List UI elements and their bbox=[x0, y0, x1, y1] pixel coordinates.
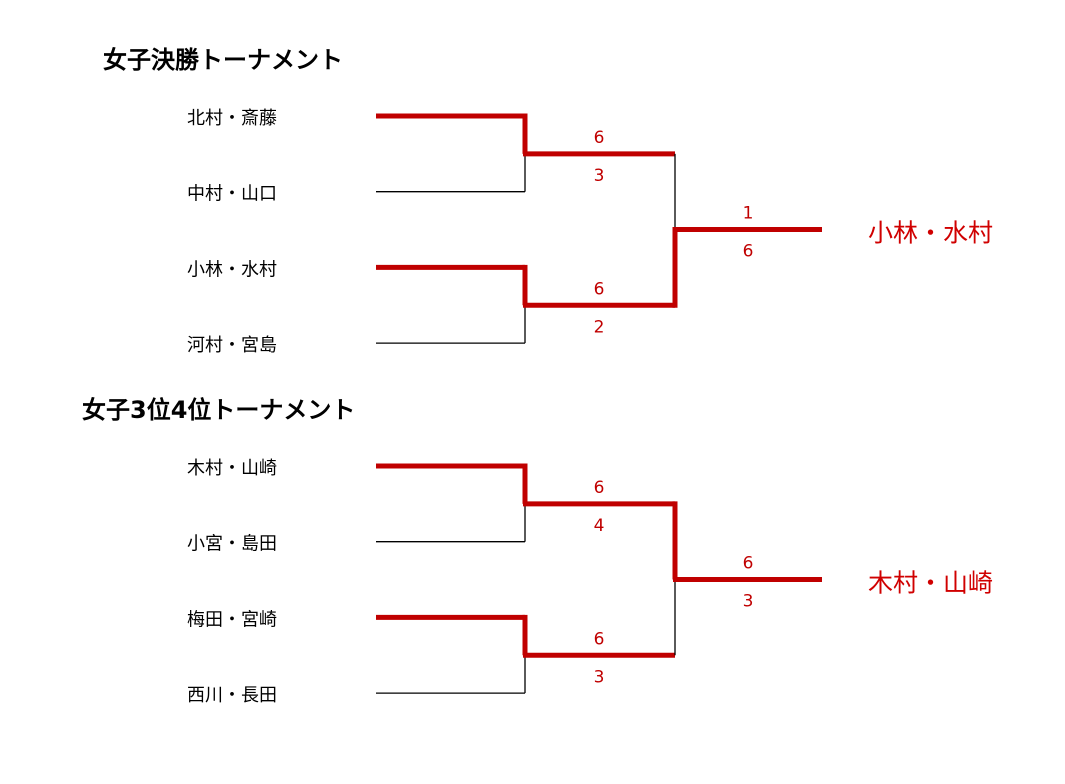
player-name: 河村・宮島 bbox=[187, 335, 277, 356]
final-score-top: 6 bbox=[743, 554, 754, 574]
champion-name: 小林・水村 bbox=[868, 219, 993, 248]
player-name: 木村・山崎 bbox=[187, 458, 277, 479]
final-score-bottom: 3 bbox=[743, 592, 754, 612]
score-bottom: 4 bbox=[594, 516, 605, 536]
player-name: 西川・長田 bbox=[187, 685, 277, 706]
player-name: 小宮・島田 bbox=[187, 534, 277, 555]
bracket-title: 女子3位4位トーナメント bbox=[82, 396, 355, 424]
score-bottom: 3 bbox=[594, 667, 605, 687]
final-score-bottom: 6 bbox=[743, 242, 754, 262]
bracket-title: 女子決勝トーナメント bbox=[103, 46, 343, 74]
score-top: 6 bbox=[594, 279, 605, 299]
player-name: 小林・水村 bbox=[187, 259, 277, 280]
score-top: 6 bbox=[594, 629, 605, 649]
score-bottom: 2 bbox=[594, 317, 605, 337]
score-top: 6 bbox=[594, 478, 605, 498]
bracket-2: 女子3位4位トーナメント木村・山崎小宮・島田梅田・宮崎西川・長田646363木村… bbox=[82, 396, 993, 706]
player-name: 北村・斎藤 bbox=[187, 108, 277, 129]
player-name: 中村・山口 bbox=[187, 184, 277, 205]
final-score-top: 1 bbox=[743, 204, 754, 224]
champion-name: 木村・山崎 bbox=[868, 569, 993, 598]
player-name: 梅田・宮崎 bbox=[187, 609, 277, 630]
score-bottom: 3 bbox=[594, 166, 605, 186]
score-top: 6 bbox=[594, 128, 605, 148]
